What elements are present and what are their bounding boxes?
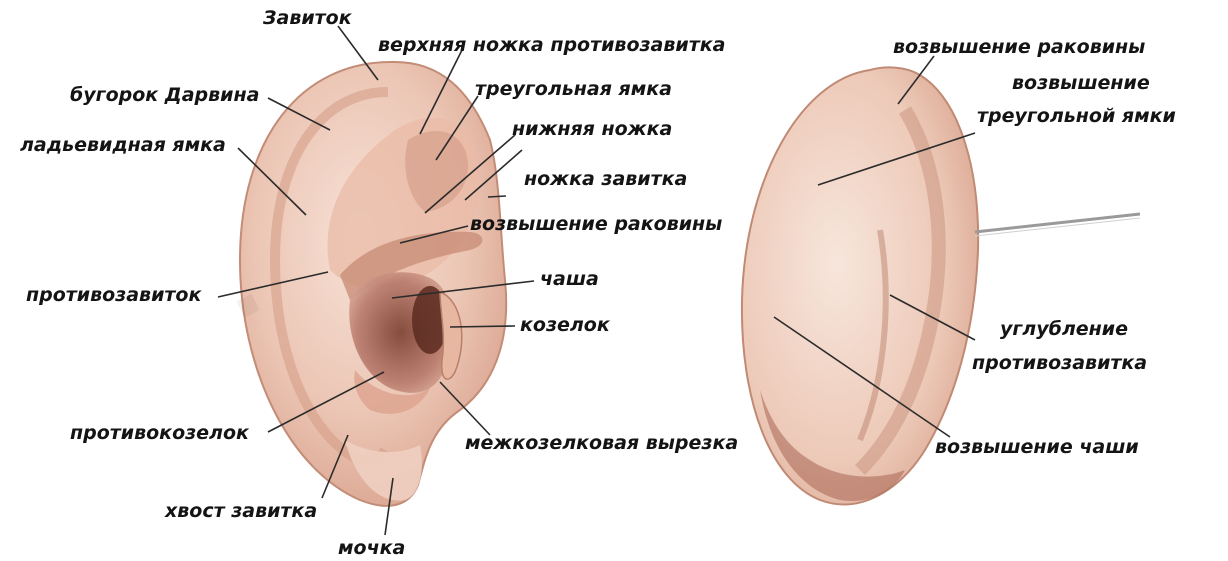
label-antitragus: противокозелок <box>70 422 249 444</box>
label-antihelix-upper-crus: верхняя ножка противозавитка <box>378 34 725 56</box>
label-lower-crus: нижняя ножка <box>512 118 672 140</box>
label-triangular-eminence-line1: возвышение <box>1012 72 1150 94</box>
label-helix-crus: ножка завитка <box>524 168 687 190</box>
label-cavum: чаша <box>540 268 599 290</box>
label-antihelix-groove-line1: углубление <box>1000 318 1128 340</box>
back-ear-pin-highlight <box>975 218 1140 236</box>
label-concha-eminence-back: возвышение раковины <box>893 36 1145 58</box>
label-triangular-fossa: треугольная ямка <box>475 78 672 100</box>
label-scaphoid-fossa: ладьевидная ямка <box>20 134 226 156</box>
label-darwin-tubercle: бугорок Дарвина <box>70 84 259 106</box>
label-helix-tail: хвост завитка <box>165 500 317 522</box>
label-triangular-eminence-line2: треугольной ямки <box>977 105 1176 127</box>
label-antihelix: противозавиток <box>26 284 201 306</box>
label-cavum-eminence: возвышение чаши <box>935 436 1139 458</box>
back-ear-pin <box>975 214 1140 232</box>
label-antihelix-groove-line2: противозавитка <box>972 352 1147 374</box>
label-concha-eminence-front: возвышение раковины <box>470 213 722 235</box>
leader-tragus <box>450 326 515 327</box>
label-helix: Завиток <box>263 7 352 29</box>
leader-helix-crus-short <box>488 196 506 197</box>
label-tragus: козелок <box>520 314 610 336</box>
label-lobule: мочка <box>338 537 405 559</box>
label-intertragic-notch: межкозелковая вырезка <box>465 432 738 454</box>
